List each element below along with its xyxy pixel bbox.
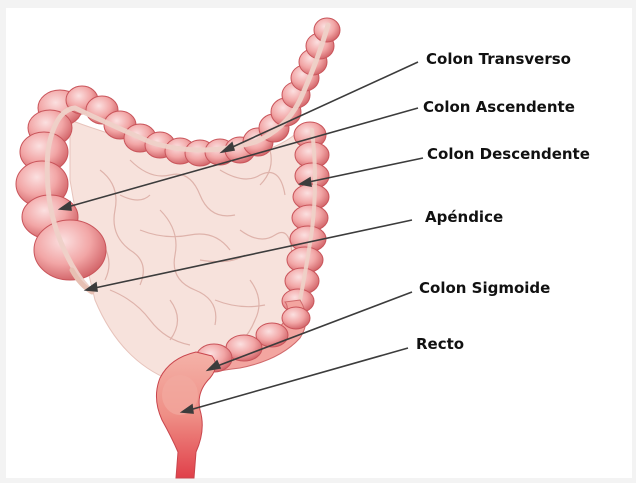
label-recto: Recto: [416, 335, 464, 353]
sigmoid-haustra-1: [282, 307, 310, 329]
label-colon-descendente: Colon Descendente: [427, 145, 590, 163]
label-apendice: Apéndice: [425, 208, 503, 226]
label-colon-ascendente: Colon Ascendente: [423, 98, 575, 116]
label-colon-transverso: Colon Transverso: [426, 50, 571, 68]
label-colon-sigmoide: Colon Sigmoide: [419, 279, 550, 297]
